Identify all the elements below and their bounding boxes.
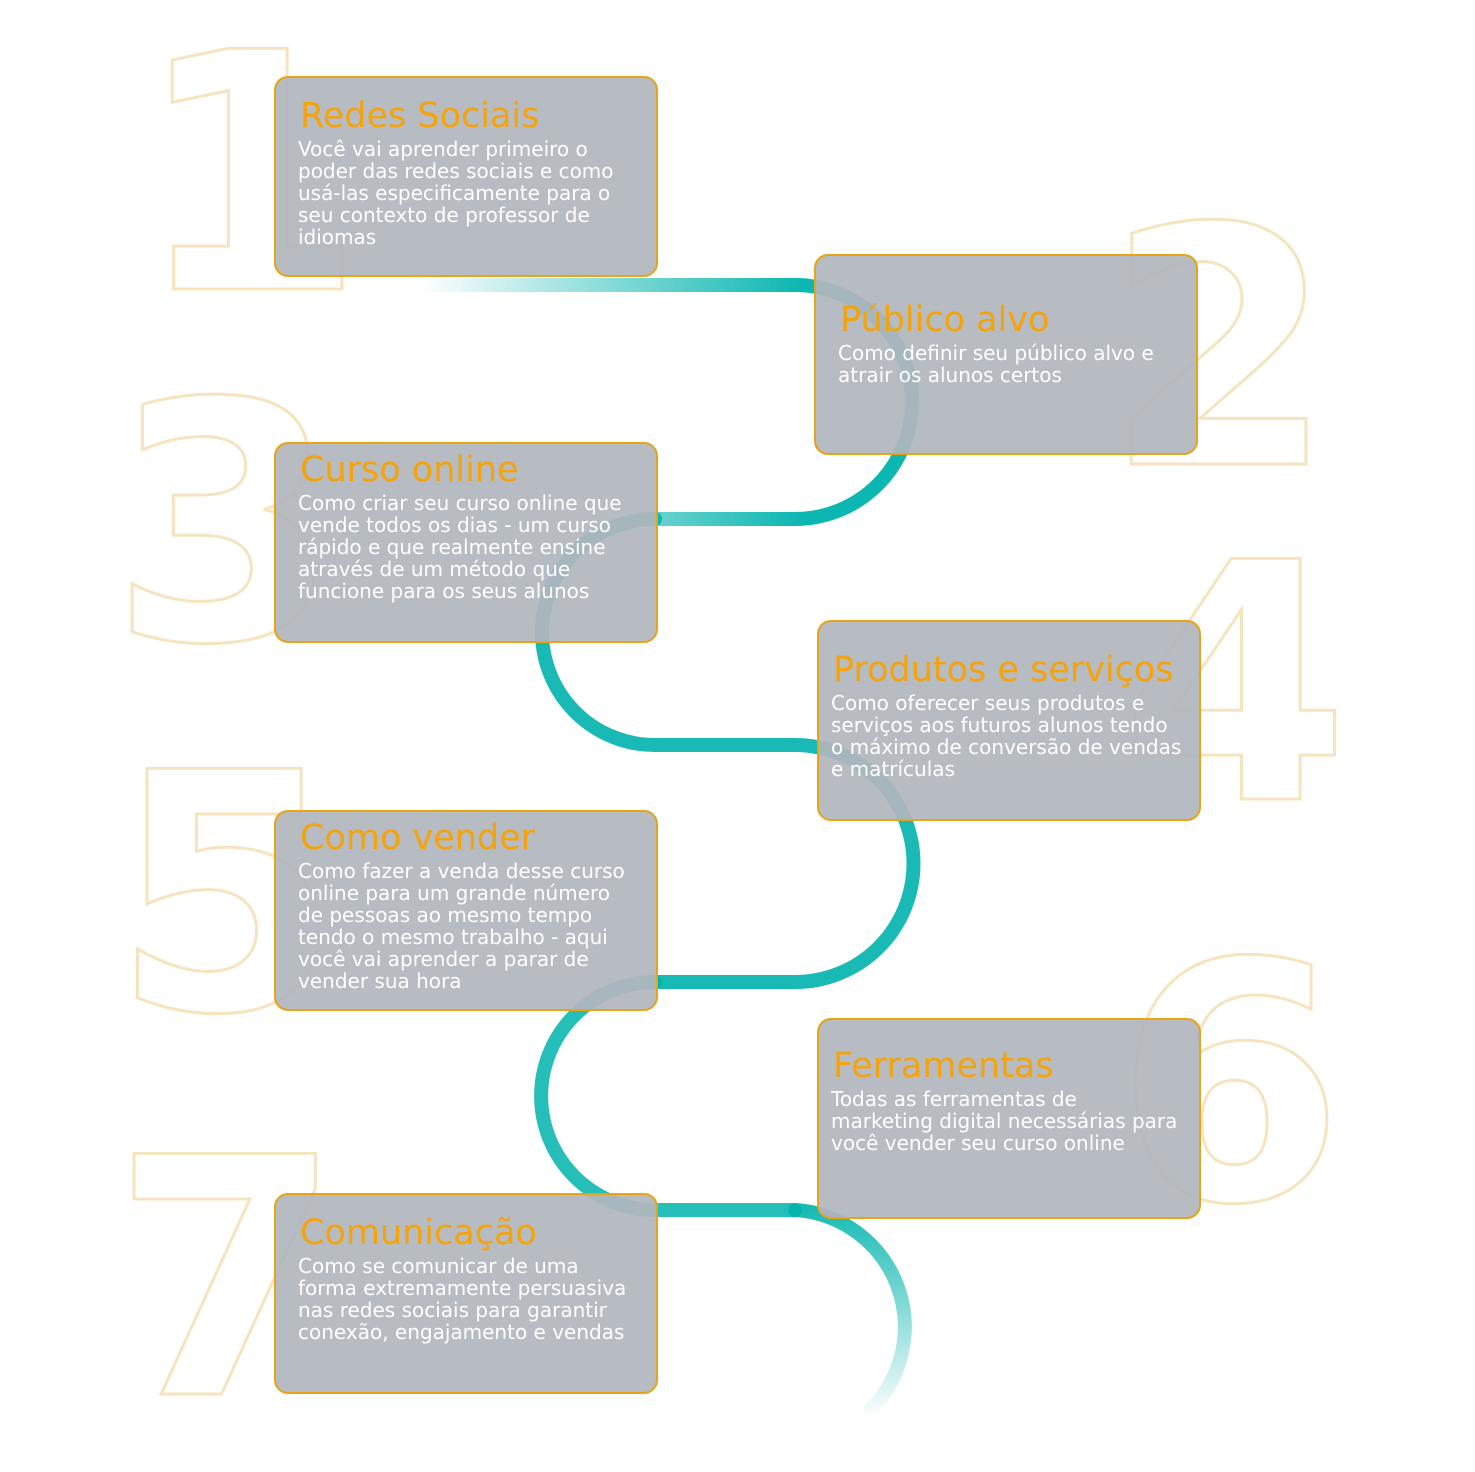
connector-segment-4 bbox=[788, 1203, 912, 1417]
step-title: Ferramentas bbox=[833, 1046, 1054, 1086]
step-card-redes-sociais: Redes Sociais Você vai aprender primeiro… bbox=[274, 76, 658, 277]
step-description: Como oferecer seus produtos e serviços a… bbox=[831, 691, 1182, 782]
step-card-publico-alvo: Público alvo Como definir seu público al… bbox=[814, 254, 1198, 455]
step-description: Você vai aprender primeiro o poder das r… bbox=[298, 137, 614, 250]
step-card-ferramentas: Ferramentas Todas as ferramentas de mark… bbox=[817, 1018, 1201, 1219]
step-title: Público alvo bbox=[840, 300, 1050, 340]
step-title: Curso online bbox=[300, 450, 519, 490]
step-card-comunicacao: Comunicação Como se comunicar de uma for… bbox=[274, 1193, 658, 1394]
step-description: Como definir seu público alvo e atrair o… bbox=[838, 341, 1154, 388]
step-title: Como vender bbox=[300, 818, 536, 858]
step-description: Como fazer a venda desse curso online pa… bbox=[298, 859, 625, 994]
step-card-como-vender: Como vender Como fazer a venda desse cur… bbox=[274, 810, 658, 1011]
step-title: Produtos e serviços bbox=[833, 650, 1174, 690]
step-title: Redes Sociais bbox=[300, 96, 540, 136]
step-card-produtos-servicos: Produtos e serviços Como oferecer seus p… bbox=[817, 620, 1201, 821]
step-description: Todas as ferramentas de marketing digita… bbox=[831, 1087, 1178, 1156]
step-title: Comunicação bbox=[300, 1213, 537, 1253]
step-description: Como criar seu curso online que vende to… bbox=[298, 491, 622, 604]
step-description: Como se comunicar de uma forma extremame… bbox=[298, 1254, 627, 1345]
step-card-curso-online: Curso online Como criar seu curso online… bbox=[274, 442, 658, 643]
connector-segment-3 bbox=[534, 975, 802, 1217]
